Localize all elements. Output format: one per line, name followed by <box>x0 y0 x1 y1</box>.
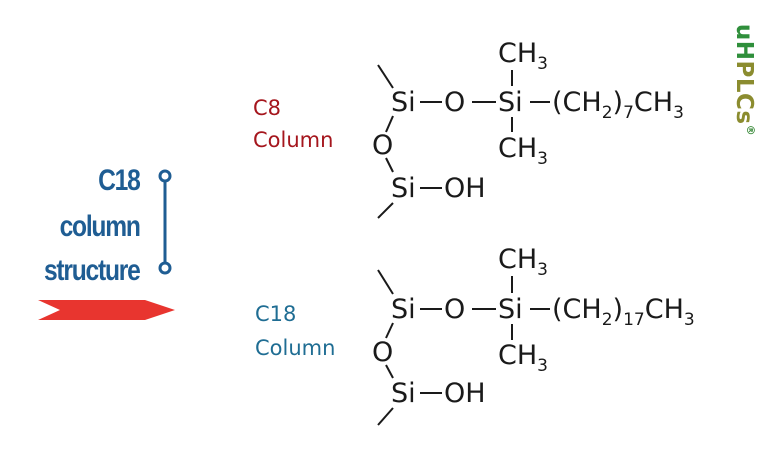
brand-part-1: uH <box>731 23 757 61</box>
c8-o-link: O <box>444 87 466 118</box>
c8-ch3-top: CH3 <box>498 38 548 74</box>
c8-ch3-bottom: CH3 <box>498 133 548 169</box>
c8-o-vertical: O <box>372 130 394 161</box>
c18-si-right: Si <box>498 294 523 325</box>
c18-si-top: Si <box>391 294 416 325</box>
bracket-connector <box>158 169 172 275</box>
left-title-line-1: C18 <box>98 164 142 197</box>
c18-ch3-top: CH3 <box>498 244 548 280</box>
left-title-line-2: column <box>59 210 141 243</box>
c8-label-line-1: C8 <box>253 96 282 120</box>
c18-si-bottom: Si <box>391 378 416 409</box>
c18-bonds <box>377 269 550 426</box>
c18-oh: OH <box>444 378 486 409</box>
c18-ch3-bottom: CH3 <box>498 340 548 376</box>
c8-label-line-2: Column <box>253 128 334 152</box>
c8-si-bottom: Si <box>391 173 416 204</box>
c18-o-vertical: O <box>372 337 394 368</box>
brand-logo: uHPLCs® <box>731 24 757 136</box>
c8-si-right: Si <box>498 87 523 118</box>
c18-label-line-1: C18 <box>255 302 297 326</box>
red-arrow <box>38 300 175 320</box>
c8-oh: OH <box>444 173 486 204</box>
c18-alkyl-chain: (CH2)17CH3 <box>552 294 695 330</box>
c8-si-top: Si <box>391 87 416 118</box>
brand-registered-mark: ® <box>744 124 757 137</box>
brand-part-2: PLCs <box>731 60 757 125</box>
c8-bonds <box>377 64 550 219</box>
c8-alkyl-chain: (CH2)7CH3 <box>552 87 684 123</box>
c18-label-line-2: Column <box>255 336 336 360</box>
c18-o-link: O <box>444 294 466 325</box>
left-title-line-3: structure <box>44 254 141 287</box>
